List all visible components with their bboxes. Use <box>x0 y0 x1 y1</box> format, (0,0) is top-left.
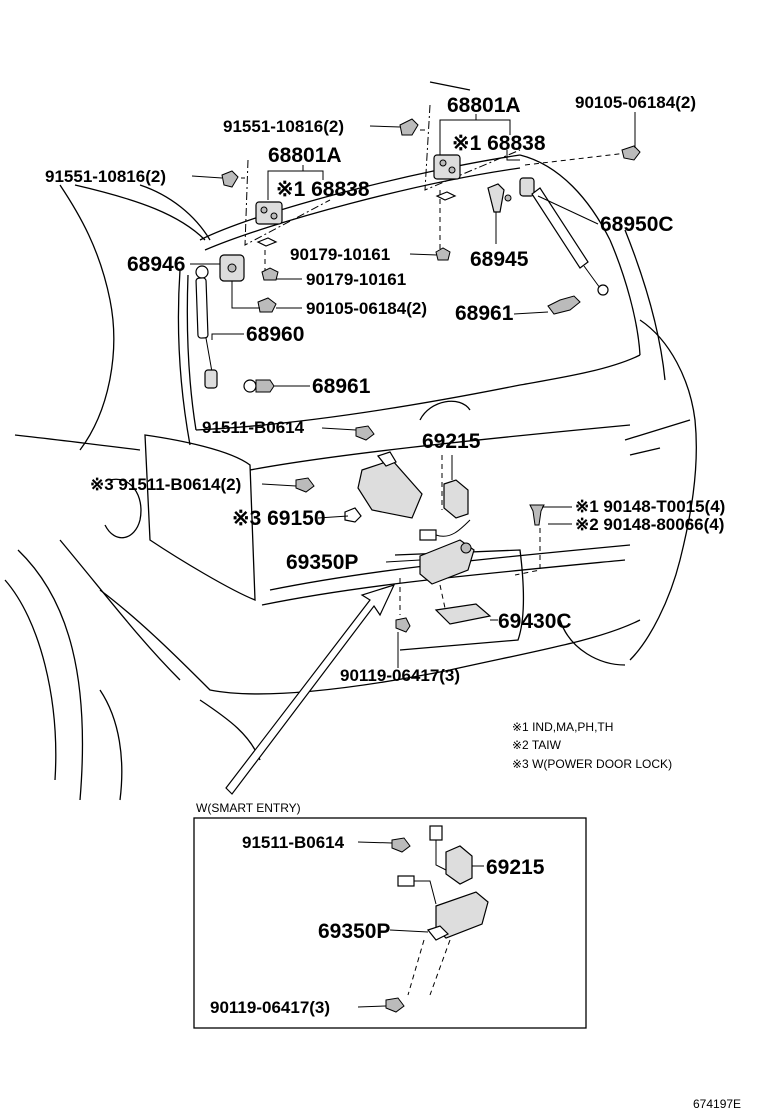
label-90105-06184-right: 90105-06184(2) <box>575 93 696 112</box>
label-68961-right: 68961 <box>455 302 514 325</box>
label-91511-b0614-b: ※3 91511-B0614(2) <box>90 475 241 494</box>
lock-assembly-drawing <box>295 425 423 523</box>
inset-label-90119-06417: 90119-06417(3) <box>210 998 330 1017</box>
note-3: ※3 W(POWER DOOR LOCK) <box>512 757 672 771</box>
lock-69350p-drawing <box>419 519 475 585</box>
label-68801a-left: 68801A <box>268 144 342 167</box>
leader-lines <box>190 112 636 668</box>
damper-right-68950c-drawing <box>519 177 609 315</box>
label-68946: 68946 <box>127 253 185 276</box>
inset-label-69350p: 69350P <box>318 920 390 943</box>
note-2: ※2 TAIW <box>512 738 562 752</box>
label-91551-10816-a: 91551-10816(2) <box>223 117 344 136</box>
label-68961-left: 68961 <box>312 375 371 398</box>
bracket-68945-drawing <box>487 183 512 213</box>
label-90179-10161-a: 90179-10161 <box>290 245 390 264</box>
inset-pointer-arrow <box>225 584 396 795</box>
switch-69215-drawing <box>441 455 469 519</box>
label-68960: 68960 <box>246 323 304 346</box>
stay-bracket-68946-drawing <box>219 254 277 313</box>
label-68838-right: ※1 68838 <box>452 132 546 155</box>
label-91511-b0614-a: 91511-B0614 <box>202 418 305 437</box>
inset-label-91511-b0614: 91511-B0614 <box>242 833 345 852</box>
label-90105-06184-left: 90105-06184(2) <box>306 299 427 318</box>
label-90179-10161-b: 90179-10161 <box>306 270 406 289</box>
label-91551-10816-b: 91551-10816(2) <box>45 167 166 186</box>
part-labels: 91551-10816(2) 68801A 90105-06184(2) ※1 … <box>45 93 725 685</box>
note-1: ※1 IND,MA,PH,TH <box>512 720 613 734</box>
label-90148-80066: ※2 90148-80066(4) <box>575 515 724 534</box>
handle-69430c-drawing <box>395 578 492 633</box>
hinge-right-drawing <box>433 154 461 261</box>
hinge-group-boundaries <box>232 104 636 275</box>
diagram-reference-number: 674197E <box>693 1097 741 1111</box>
screw-90148-drawing <box>514 504 545 576</box>
footnotes: ※1 IND,MA,PH,TH ※2 TAIW ※3 W(POWER DOOR … <box>512 720 672 771</box>
label-68801a-right: 68801A <box>447 94 521 117</box>
label-68945: 68945 <box>470 248 529 271</box>
label-68950c: 68950C <box>600 213 674 236</box>
label-90148-t0015: ※1 90148-T0015(4) <box>575 497 725 516</box>
damper-left-68960-drawing <box>195 265 275 393</box>
inset-frame <box>193 817 587 1029</box>
hinge-left-drawing <box>255 201 283 281</box>
label-69150: ※3 69150 <box>232 507 326 530</box>
smart-entry-inset: W(SMART ENTRY) 91511-B0614 69215 69350P … <box>193 801 587 1029</box>
label-69430c: 69430C <box>498 610 572 633</box>
label-69350p: 69350P <box>286 551 358 574</box>
bolts-top <box>221 118 641 188</box>
label-68838-left: ※1 68838 <box>276 178 370 201</box>
inset-label-69215: 69215 <box>486 856 545 879</box>
label-90119-06417: 90119-06417(3) <box>340 666 460 685</box>
label-69215: 69215 <box>422 430 481 453</box>
vehicle-body-outline <box>4 81 697 801</box>
inset-title: W(SMART ENTRY) <box>196 801 301 815</box>
